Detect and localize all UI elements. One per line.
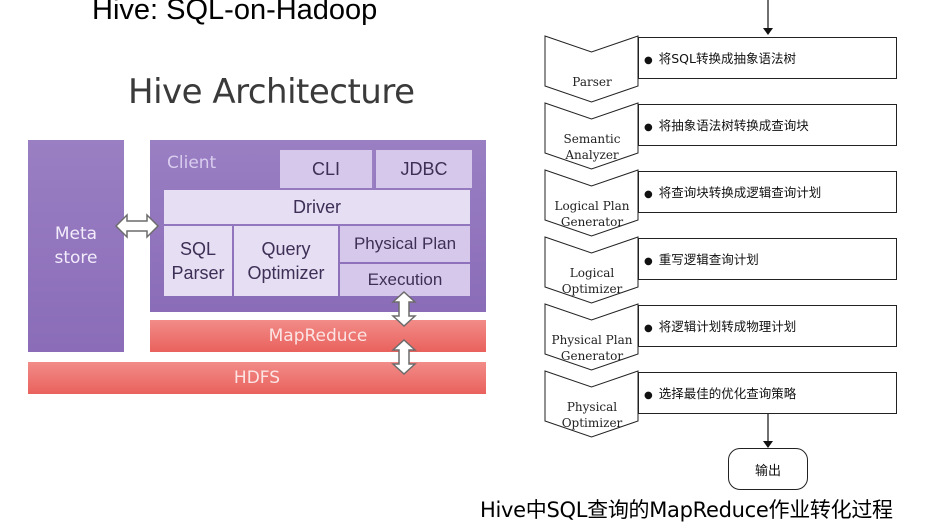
bullet-icon: ● [644, 122, 653, 133]
bullet-icon: ● [644, 256, 653, 267]
bullet-icon: ● [644, 323, 653, 334]
metastore-driver-arrow-icon [114, 213, 160, 239]
flow-step-description-text: 将抽象语法树转换成查询块 [658, 118, 809, 133]
query-optimizer-block: Query Optimizer [234, 226, 338, 296]
flow-step-description: ● 选择最佳的优化查询策略 [638, 372, 897, 414]
bullet-icon: ● [644, 55, 653, 66]
flow-step-description: ● 将查询块转换成逻辑查询计划 [638, 171, 897, 213]
mapreduce-block: MapReduce [150, 320, 486, 352]
flow-step-label: Logical Optimizer [561, 266, 623, 296]
flow-step-label: Logical Plan Generator [554, 199, 630, 229]
flow-step-description-text: 重写逻辑查询计划 [658, 252, 759, 267]
mapreduce-label: MapReduce [268, 326, 368, 346]
cli-block: CLI [280, 150, 374, 188]
execution-label: Execution [367, 270, 443, 289]
slide-title: Hive: SQL-on-Hadoop [92, 0, 378, 26]
physical-plan-block: Physical Plan [340, 226, 470, 262]
jdbc-label: JDBC [400, 158, 448, 179]
bullet-icon: ● [644, 189, 653, 200]
metastore-block [28, 140, 124, 352]
flow-step-description-text: 选择最佳的优化查询策略 [658, 386, 797, 401]
flow-step-shape [544, 35, 639, 103]
execution-block: Execution [340, 264, 470, 296]
output-arrow-icon [763, 414, 773, 448]
flow-step-description-text: 将SQL转换成抽象语法树 [658, 51, 796, 66]
bullet-icon: ● [644, 390, 653, 401]
sql-parser-label: SQL Parser [171, 239, 225, 283]
flow-step-description-text: 将查询块转换成逻辑查询计划 [658, 185, 822, 200]
physical-plan-label: Physical Plan [353, 234, 457, 253]
client-label: Client [167, 153, 217, 173]
caption: Hive中SQL查询的MapReduce作业转化过程 [480, 498, 893, 522]
sql-parser-block: SQL Parser [164, 226, 232, 296]
flow-step-label: Parser [572, 75, 612, 89]
metastore-label: Meta store [54, 224, 98, 268]
flow-step-label: Physical Plan Generator [551, 333, 633, 363]
flow-step-description: ● 将抽象语法树转换成查询块 [638, 104, 897, 146]
flow-step-label: Semantic Analyzer [563, 132, 621, 162]
cli-label: CLI [311, 158, 340, 179]
driver-block: Driver [164, 190, 470, 224]
architecture-title: Hive Architecture [128, 72, 415, 112]
jdbc-block: JDBC [376, 150, 472, 188]
flow-step-label: Physical Optimizer [561, 400, 623, 430]
driver-label: Driver [293, 196, 341, 217]
flow-step-description: ● 将逻辑计划转成物理计划 [638, 305, 897, 347]
mapreduce-hdfs-arrow-icon [391, 338, 417, 376]
flow-step-description: ● 将SQL转换成抽象语法树 [638, 37, 897, 79]
input-arrow-icon [763, 0, 773, 35]
output-box: 输出 [728, 448, 808, 490]
hdfs-label: HDFS [233, 368, 281, 388]
flow-step-description-text: 将逻辑计划转成物理计划 [658, 319, 797, 334]
execution-mapreduce-arrow-icon [391, 290, 417, 328]
flow-step-description: ● 重写逻辑查询计划 [638, 238, 897, 280]
query-optimizer-label: Query Optimizer [247, 239, 325, 283]
